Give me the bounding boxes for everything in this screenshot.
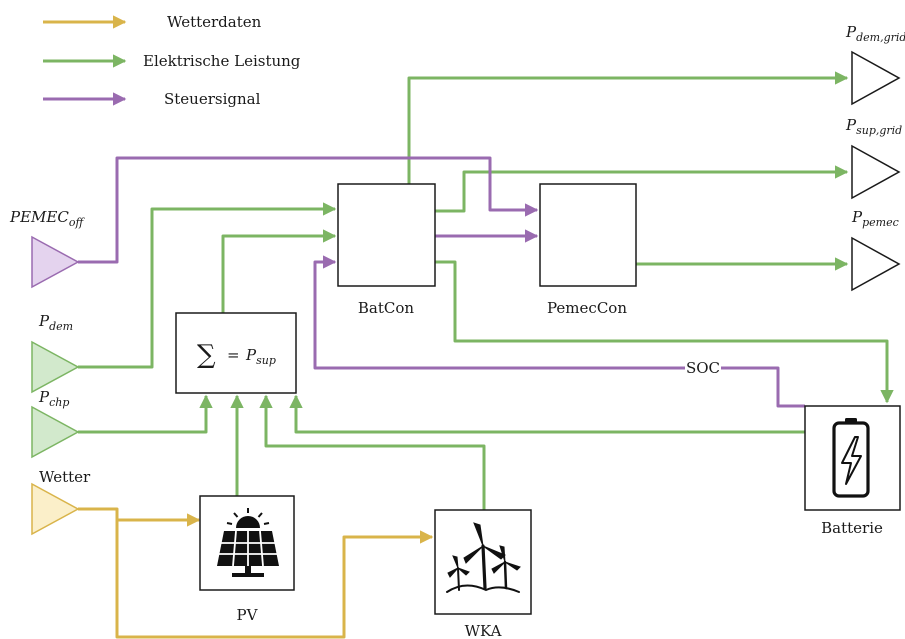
legend: Wetterdaten Elektrische Leistung Steuers… bbox=[43, 13, 301, 108]
solar-panel-icon bbox=[217, 508, 279, 577]
pchp-to-sum bbox=[78, 394, 213, 434]
p-sup-grid-triangle bbox=[851, 144, 901, 200]
pemec-off-main: PEMEC bbox=[9, 208, 69, 226]
wka-label: WKA bbox=[465, 622, 502, 639]
sum-equals: = bbox=[227, 346, 240, 364]
batcon-to-pdemgrid bbox=[407, 71, 849, 184]
p-chp-sub: chp bbox=[49, 396, 69, 409]
input-p-chp: Pchp bbox=[31, 388, 80, 459]
output-p-dem-grid: Pdem,grid bbox=[845, 23, 905, 106]
soc-to-batcon bbox=[313, 255, 805, 408]
svg-text:=: = bbox=[227, 346, 240, 364]
svg-text:Ppemec: Ppemec bbox=[851, 208, 899, 229]
output-p-sup-grid: Psup,grid bbox=[845, 116, 902, 200]
batcon-box[interactable] bbox=[337, 183, 436, 287]
pemecoff-to-pemeccon bbox=[78, 156, 539, 264]
batcon-to-batterie bbox=[435, 260, 894, 404]
sum-to-batcon bbox=[221, 229, 337, 313]
p-pemec-triangle bbox=[851, 236, 901, 292]
wka-block[interactable]: WKA bbox=[434, 509, 532, 639]
batcon-to-psupgrid bbox=[435, 165, 849, 213]
pemeccon-box[interactable] bbox=[539, 183, 637, 287]
input-p-dem: Pdem bbox=[31, 312, 80, 394]
p-dem-grid-sub: dem,grid bbox=[856, 31, 905, 44]
output-p-pemec: Ppemec bbox=[851, 208, 901, 292]
p-chp-triangle bbox=[31, 405, 80, 459]
pemeccon-block[interactable]: PemecCon bbox=[539, 183, 637, 317]
batterie-label: Batterie bbox=[821, 519, 883, 537]
pv-block[interactable]: PV bbox=[199, 495, 295, 624]
control-connections bbox=[78, 156, 805, 408]
pemec-off-sub: off bbox=[69, 216, 86, 229]
wind-turbine-icon bbox=[446, 522, 521, 593]
batterie-to-sum bbox=[289, 394, 805, 434]
sum-block[interactable]: ∑ = Psup bbox=[175, 312, 297, 394]
input-pemec-off: PEMECoff bbox=[9, 208, 85, 289]
p-dem-sub: dem bbox=[49, 320, 73, 333]
svg-text:PEMECoff: PEMECoff bbox=[9, 208, 85, 229]
power-connections bbox=[78, 71, 894, 510]
svg-text:Pdem: Pdem bbox=[38, 312, 73, 333]
p-dem-triangle bbox=[31, 340, 80, 394]
wetter-triangle bbox=[31, 482, 80, 536]
legend-weather-label: Wetterdaten bbox=[167, 13, 262, 31]
p-pemec-main: P bbox=[851, 208, 863, 226]
p-chp-main: P bbox=[38, 388, 50, 406]
pemec-off-triangle bbox=[31, 235, 80, 289]
legend-control-label: Steuersignal bbox=[164, 90, 261, 108]
wetter-label: Wetter bbox=[39, 468, 91, 486]
p-dem-grid-triangle bbox=[851, 50, 901, 106]
sum-symbol: ∑ bbox=[197, 340, 216, 370]
p-pemec-sub: pemec bbox=[862, 216, 899, 229]
batcon-block[interactable]: BatCon bbox=[337, 183, 436, 317]
weather-connections bbox=[78, 507, 434, 639]
soc-label: SOC bbox=[686, 359, 720, 377]
pemeccon-label: PemecCon bbox=[547, 299, 627, 317]
sum-p-main: P bbox=[245, 346, 257, 364]
wka-to-sum bbox=[259, 394, 486, 510]
svg-text:∑: ∑ bbox=[197, 340, 216, 370]
svg-text:Pchp: Pchp bbox=[38, 388, 69, 409]
sum-box[interactable] bbox=[175, 312, 297, 394]
soc-signal-label: SOC bbox=[685, 358, 721, 378]
batcon-label: BatCon bbox=[358, 299, 415, 317]
pv-label: PV bbox=[237, 606, 259, 624]
pdem-to-batcon bbox=[78, 202, 337, 369]
p-dem-main: P bbox=[38, 312, 50, 330]
p-sup-grid-sub: sup,grid bbox=[856, 124, 902, 137]
sum-p-sub: sup bbox=[256, 354, 276, 367]
svg-text:Psup,grid: Psup,grid bbox=[845, 116, 902, 137]
batterie-block[interactable]: Batterie bbox=[804, 405, 901, 537]
wetter-to-wka bbox=[115, 520, 434, 639]
p-sup-grid-main: P bbox=[845, 116, 857, 134]
svg-text:Pdem,grid: Pdem,grid bbox=[845, 23, 905, 44]
p-dem-grid-main: P bbox=[845, 23, 857, 41]
battery-charging-icon bbox=[832, 418, 870, 498]
wetter-to-pv bbox=[78, 507, 201, 527]
legend-power-label: Elektrische Leistung bbox=[143, 52, 301, 70]
svg-text:Psup: Psup bbox=[245, 346, 276, 367]
input-wetter: Wetter bbox=[31, 468, 91, 536]
